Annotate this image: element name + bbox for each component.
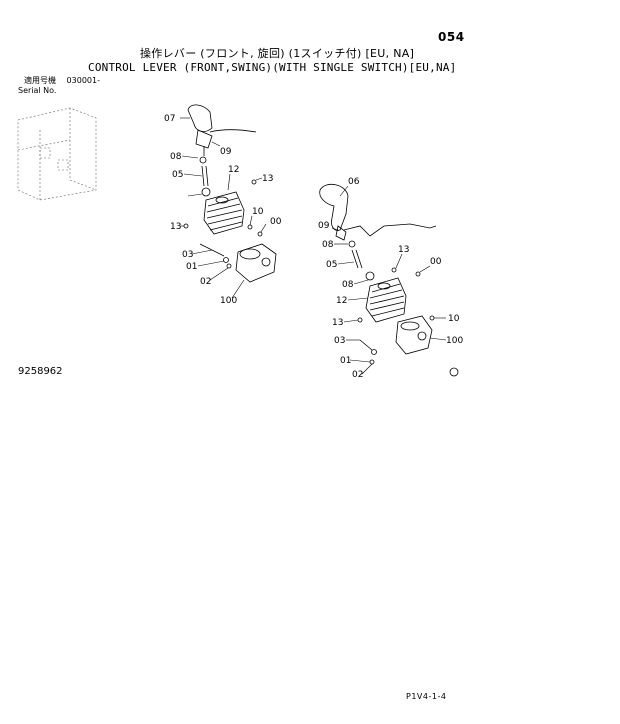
callouts-right: 06 09 08 05 13 00 08 12 13 10 03 100 01 …	[318, 177, 463, 380]
callout-left-07: 07	[164, 114, 175, 124]
callout-right-01: 01	[340, 356, 351, 366]
right-boot	[365, 277, 407, 323]
left-grip	[187, 104, 213, 132]
callout-right-02: 02	[352, 370, 363, 380]
right-nut	[348, 240, 356, 248]
right-switch	[335, 225, 347, 241]
callout-right-10: 10	[448, 314, 460, 324]
callout-left-05: 05	[172, 170, 183, 180]
leader-lines-right	[331, 185, 447, 375]
drawing-number: 9258962	[18, 366, 63, 377]
callout-left-00: 00	[270, 217, 282, 227]
callout-right-100: 100	[446, 336, 463, 346]
callout-left-02: 02	[200, 277, 211, 287]
callout-left-01: 01	[186, 262, 197, 272]
callout-right-03: 03	[334, 336, 345, 346]
left-switch	[195, 129, 213, 149]
right-bolt	[359, 339, 373, 351]
callout-left-03: 03	[182, 250, 193, 260]
callout-right-09: 09	[318, 221, 330, 231]
left-boot	[203, 191, 245, 235]
callout-left-10: 10	[252, 207, 264, 217]
serial-label-jp-text: 適用号機	[24, 76, 56, 85]
callout-right-13a: 13	[398, 245, 409, 255]
callout-left-100: 100	[220, 296, 237, 306]
callout-right-00: 00	[430, 257, 442, 267]
reference-symbol-icon	[449, 367, 459, 377]
left-rod	[201, 165, 209, 187]
right-rod	[351, 249, 363, 269]
leader-lines-left	[180, 117, 267, 299]
callout-left-13b: 13	[170, 222, 181, 232]
page-reference: P1V4-1-4	[406, 692, 447, 701]
serial-value: 030001-	[66, 76, 100, 85]
left-valve	[235, 243, 277, 283]
page-number: 054	[438, 30, 465, 44]
right-harness	[343, 223, 437, 237]
serial-label-en: Serial No.	[18, 86, 57, 95]
callout-right-13b: 13	[332, 318, 343, 328]
right-valve	[395, 315, 433, 355]
left-lever-assembly	[183, 104, 277, 283]
callout-right-12: 12	[336, 296, 347, 306]
left-harness	[209, 129, 257, 133]
serial-label-jp: 適用号機 030001-	[24, 75, 100, 86]
callout-left-12: 12	[228, 165, 239, 175]
callout-left-13a: 13	[262, 174, 273, 184]
callout-left-09: 09	[220, 147, 232, 157]
title-japanese: 操作レバー (フロント, 旋回) (1スイッチ付) [EU, NA]	[140, 47, 415, 60]
callout-right-06: 06	[348, 177, 360, 187]
left-nut	[199, 156, 207, 164]
callout-right-08: 08	[322, 240, 334, 250]
callout-right-08b: 08	[342, 280, 354, 290]
callouts-left: 07 09 08 05 12 13 13 10 00 03 01 02 100	[164, 114, 282, 306]
callout-left-08: 08	[170, 152, 182, 162]
callout-right-05: 05	[326, 260, 337, 270]
right-lower-nut	[365, 271, 375, 281]
title-english: CONTROL LEVER (FRONT,SWING)(WITH SINGLE …	[88, 61, 457, 74]
right-lever-assembly	[319, 183, 437, 365]
left-lower-nut	[201, 187, 211, 197]
cab-location-thumbnail	[17, 107, 97, 201]
